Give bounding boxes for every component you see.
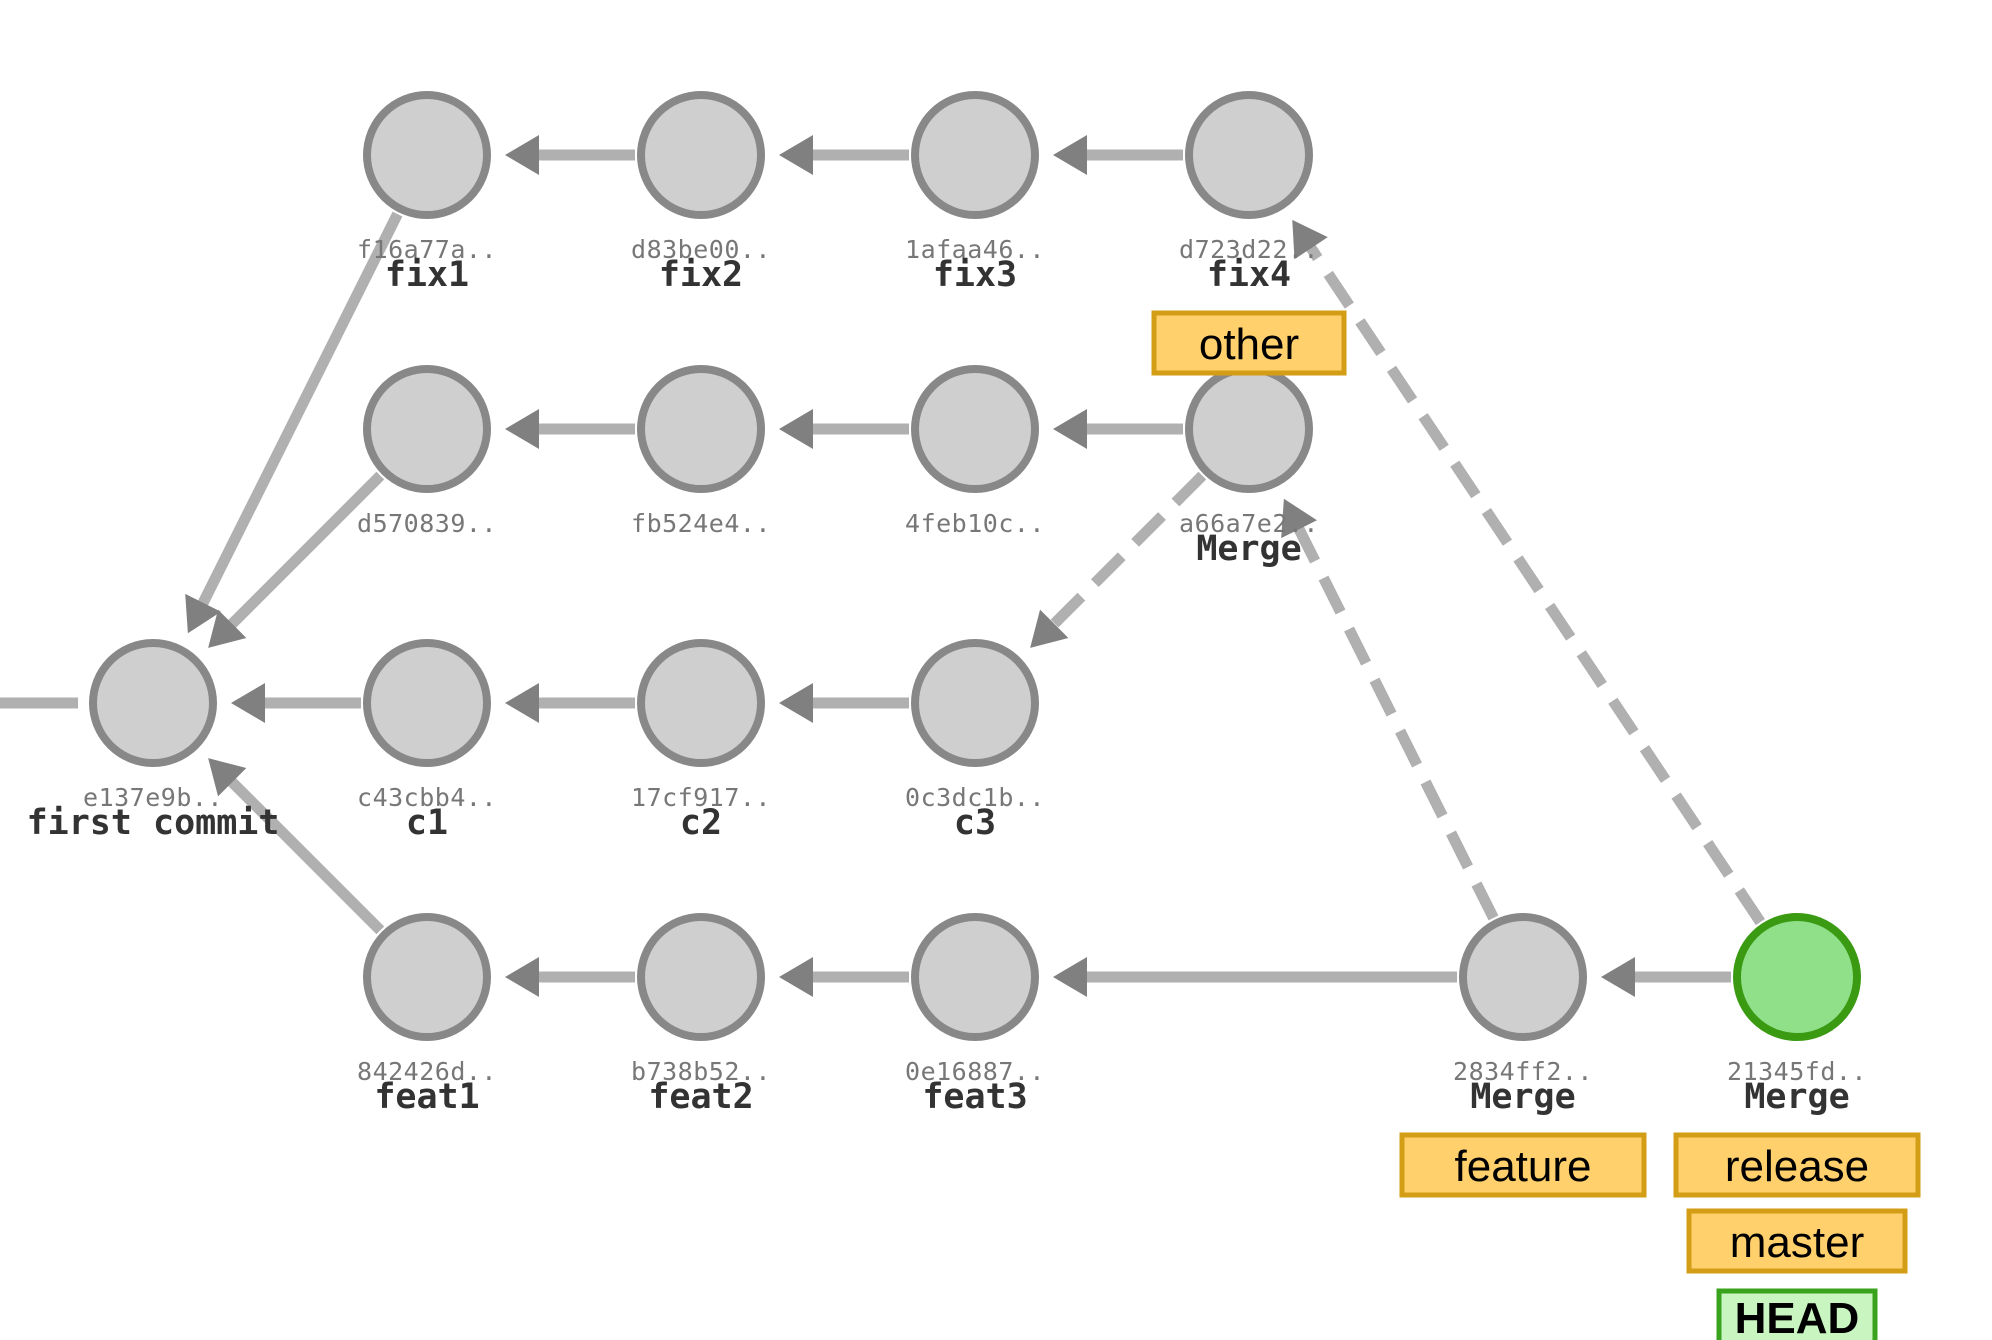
commit-hash: 17cf917.. [631, 783, 771, 812]
arrowhead-1afaa46-to-d83be00 [779, 135, 813, 175]
commit-hash: 1afaa46.. [905, 235, 1045, 264]
commit-node[interactable] [363, 91, 491, 219]
commit-node[interactable] [363, 639, 491, 767]
commit-message: fix2 [659, 255, 743, 295]
commit-hash: 842426d.. [357, 1057, 497, 1086]
commit-message: fix4 [1207, 255, 1291, 295]
branch-ref-feature[interactable]: feature [1399, 1132, 1647, 1198]
commit-message: feat1 [374, 1077, 479, 1117]
commit-node[interactable] [1185, 365, 1313, 493]
branch-ref-release[interactable]: release [1673, 1132, 1921, 1198]
branch-ref-master[interactable]: master [1686, 1208, 1908, 1274]
edge-d570839-to-e137e9b [225, 471, 385, 631]
commit-node[interactable] [363, 365, 491, 493]
arrowhead-a66a7e2-to-4feb10c [1053, 409, 1087, 449]
arrowhead-d570839-to-e137e9b [208, 609, 247, 648]
head-commit-node[interactable] [1733, 913, 1861, 1041]
arrowhead-2834ff2-to-0e16887 [1053, 957, 1087, 997]
arrowhead-21345fd-to-d723d22 [1292, 219, 1328, 260]
commit-message: Merge [1196, 529, 1301, 569]
arrowhead-b738b52-to-842426d [505, 957, 539, 997]
commit-node[interactable] [1185, 91, 1313, 219]
commit-node[interactable] [911, 91, 1039, 219]
head-ref-label: HEAD [1735, 1294, 1860, 1340]
arrowhead-4feb10c-to-fb524e4 [779, 409, 813, 449]
arrowhead-21345fd-to-2834ff2 [1601, 957, 1635, 997]
arrowhead-f16a77a-to-e137e9b [185, 593, 221, 634]
edge-21345fd-to-d723d22 [1304, 241, 1765, 926]
branch-ref-label: release [1725, 1142, 1869, 1191]
commit-node[interactable] [911, 365, 1039, 493]
branch-ref-box [1686, 1208, 1908, 1274]
commit-hash: c43cbb4.. [357, 783, 497, 812]
commit-node[interactable] [363, 913, 491, 1041]
arrowhead-fb524e4-to-d570839 [505, 409, 539, 449]
arrowhead-0e16887-to-b738b52 [779, 957, 813, 997]
commit-message: first commit [27, 803, 280, 843]
commit-message: Merge [1470, 1077, 1575, 1117]
branch-ref-label: other [1199, 320, 1299, 369]
commit-message: fix3 [933, 255, 1017, 295]
commit-hash: fb524e4.. [631, 509, 771, 538]
arrowhead-842426d-to-e137e9b [208, 758, 247, 797]
commit-hash: a66a7e2.. [1179, 509, 1319, 538]
commit-message: fix1 [385, 255, 469, 295]
arrowhead-c43cbb4-to-e137e9b [231, 683, 265, 723]
commit-message: c3 [954, 803, 996, 843]
commit-node[interactable] [911, 913, 1039, 1041]
commit-hash: 21345fd.. [1727, 1057, 1867, 1086]
branch-ref-label: master [1730, 1218, 1864, 1267]
arrowhead-17cf917-to-c43cbb4 [505, 683, 539, 723]
commit-node[interactable] [911, 639, 1039, 767]
commit-hash: f16a77a.. [357, 235, 497, 264]
commit-hash: 2834ff2.. [1453, 1057, 1593, 1086]
edges-layer [0, 135, 1765, 997]
commit-hash: d83be00.. [631, 235, 771, 264]
commit-message: feat2 [648, 1077, 753, 1117]
nodes-layer [89, 91, 1861, 1041]
commit-message: c2 [680, 803, 722, 843]
commit-hash: d723d22.. [1179, 235, 1319, 264]
commit-hash: 0c3dc1b.. [905, 783, 1045, 812]
branch-ref-box [1151, 310, 1347, 376]
commit-node[interactable] [637, 639, 765, 767]
arrowhead-2834ff2-to-a66a7e2 [1281, 498, 1317, 539]
commit-node[interactable] [637, 913, 765, 1041]
arrowhead-0c3dc1b-to-17cf917 [779, 683, 813, 723]
branch-ref-other[interactable]: other [1151, 310, 1347, 376]
edge-a66a7e2-to-0c3dc1b [1047, 471, 1207, 631]
commit-hash: 0e16887.. [905, 1057, 1045, 1086]
arrowhead-a66a7e2-to-0c3dc1b [1030, 609, 1069, 648]
edge-2834ff2-to-a66a7e2 [1292, 523, 1499, 921]
commit-node[interactable] [637, 91, 765, 219]
edge-f16a77a-to-e137e9b [196, 211, 403, 609]
head-ref[interactable]: HEAD [1716, 1288, 1878, 1340]
branch-ref-label: feature [1455, 1142, 1592, 1191]
branch-ref-box [1399, 1132, 1647, 1198]
commit-hash: e137e9b.. [83, 783, 223, 812]
arrowhead-d723d22-to-1afaa46 [1053, 135, 1087, 175]
commit-message: Merge [1744, 1077, 1849, 1117]
commit-message: feat3 [922, 1077, 1027, 1117]
head-ref-box [1716, 1288, 1878, 1340]
commit-node[interactable] [89, 639, 217, 767]
arrowhead-d83be00-to-f16a77a [505, 135, 539, 175]
commit-hash: b738b52.. [631, 1057, 771, 1086]
commit-message: c1 [406, 803, 448, 843]
branch-ref-box [1673, 1132, 1921, 1198]
commit-hash: d570839.. [357, 509, 497, 538]
commit-node[interactable] [637, 365, 765, 493]
labels-layer: e137e9b..first commit f16a77a..fix1 d83be0… [27, 235, 1867, 1117]
commit-hash: 4feb10c.. [905, 509, 1045, 538]
edge-842426d-to-e137e9b [225, 775, 385, 935]
commit-node[interactable] [1459, 913, 1587, 1041]
